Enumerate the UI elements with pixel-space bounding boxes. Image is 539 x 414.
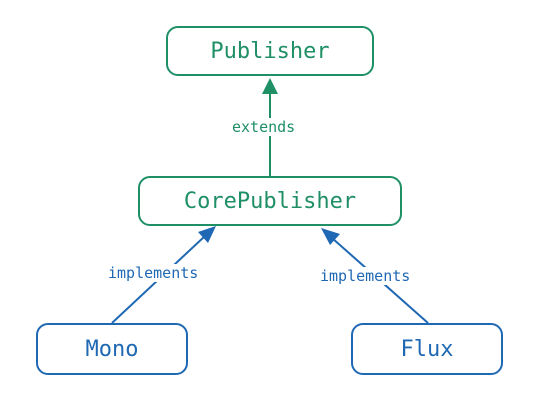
mono-implements-arrowhead bbox=[198, 226, 216, 243]
extends-arrowhead bbox=[262, 78, 278, 94]
mono-implements-label: implements bbox=[106, 264, 201, 282]
flux-node[interactable]: Flux bbox=[351, 323, 503, 375]
flux-implements-label: implements bbox=[318, 267, 413, 285]
core-publisher-node[interactable]: CorePublisher bbox=[138, 176, 402, 226]
extends-label: extends bbox=[230, 118, 298, 136]
flux-implements-arrowhead bbox=[321, 228, 340, 245]
publisher-node[interactable]: Publisher bbox=[166, 26, 374, 76]
mono-node[interactable]: Mono bbox=[36, 323, 188, 375]
